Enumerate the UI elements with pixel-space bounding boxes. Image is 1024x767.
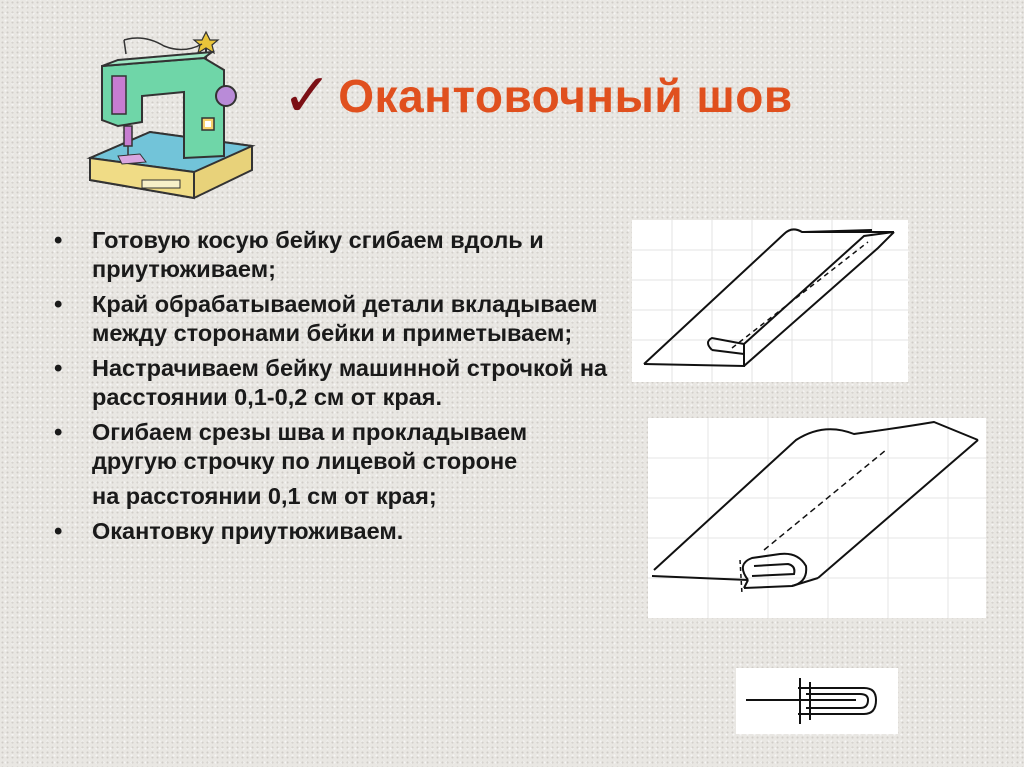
list-item-continuation: на расстоянии 0,1 см от края; <box>92 483 437 509</box>
page-title: ✓ Окантовочный шов <box>282 66 793 126</box>
check-icon: ✓ <box>282 61 333 131</box>
steps-list: Готовую косую бейку сгибаем вдоль и приу… <box>52 226 612 552</box>
list-item: Готовую косую бейку сгибаем вдоль и приу… <box>52 226 612 284</box>
binding-stitch-drawing <box>648 418 986 618</box>
list-item: Край обрабатываемой детали вкладываем ме… <box>52 290 612 348</box>
sewing-machine-icon <box>86 30 256 200</box>
seam-cross-section-drawing <box>736 668 898 734</box>
list-item: Окантовку приутюживаем. <box>52 517 612 546</box>
list-item: Огибаем срезы шва и прокладываем другую … <box>52 418 612 476</box>
binding-fold-drawing <box>632 220 908 382</box>
title-text: Окантовочный шов <box>338 70 793 122</box>
list-item: Настрачиваем бейку машинной строчкой на … <box>52 354 612 412</box>
